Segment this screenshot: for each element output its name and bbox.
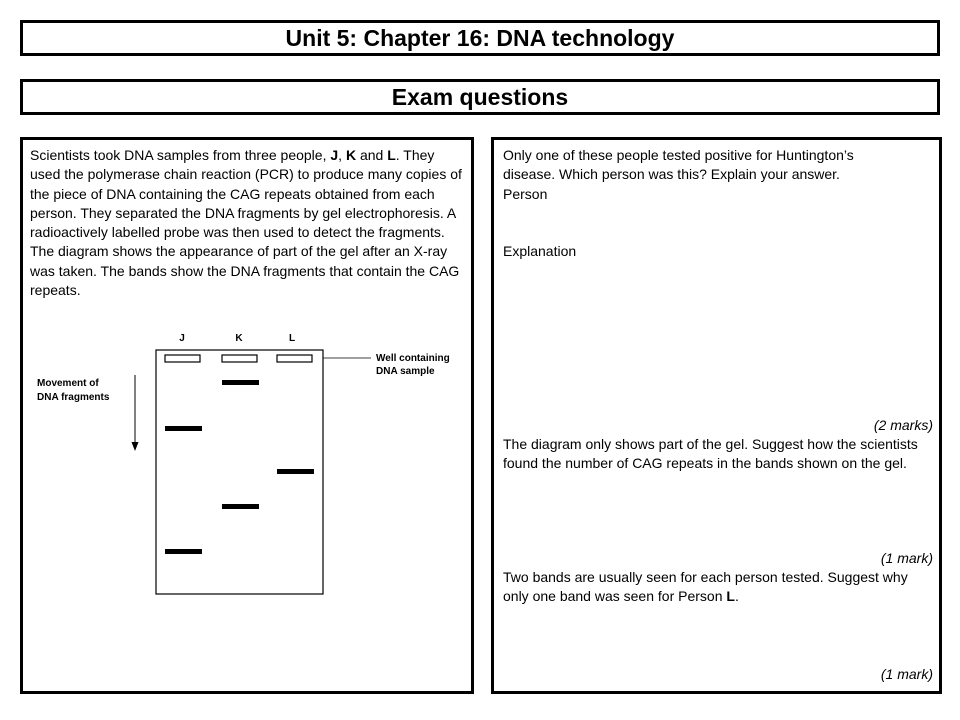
questions-panel: Only one of these people tested positive… — [491, 137, 942, 694]
question-3-text-part: . — [734, 588, 739, 605]
person-k-label: K — [345, 147, 357, 163]
intro-text: Scientists took DNA samples from three p… — [30, 147, 331, 163]
question-2-text: The diagram only shows part of the gel. … — [503, 436, 918, 472]
page-subtitle: Exam questions — [20, 79, 940, 115]
person-j-label: J — [330, 147, 339, 163]
question-3-text-part: Two bands are usually seen for each pers… — [503, 569, 908, 605]
gel-electrophoresis-diagram: J K L Well containing DNA sample Movemen… — [37, 333, 450, 595]
well-k — [221, 354, 258, 363]
well-label: DNA sample — [376, 366, 435, 377]
well-j — [164, 354, 201, 363]
question-context-panel: Scientists took DNA samples from three p… — [20, 137, 474, 694]
person-l-label: L — [387, 147, 396, 163]
page-title: Unit 5: Chapter 16: DNA technology — [20, 20, 940, 56]
intro-paragraph: Scientists took DNA samples from three p… — [30, 146, 466, 300]
band-j-lower — [165, 549, 202, 554]
band-k-lower — [222, 504, 259, 509]
question-1-marks: (2 marks) — [873, 417, 933, 433]
person-l-label: L — [726, 588, 735, 605]
question-1-line: Only one of these people tested positive… — [503, 147, 854, 163]
lane-label-l: L — [289, 333, 295, 344]
question-3-marks: (1 mark) — [880, 666, 933, 682]
movement-label: Movement of — [37, 378, 99, 389]
movement-label: DNA fragments — [37, 392, 110, 403]
question-3-text: Two bands are usually seen for each pers… — [503, 568, 933, 607]
intro-text: . They used the polymerase chain reactio… — [30, 147, 462, 299]
lane-label-k: K — [235, 333, 243, 344]
band-l — [277, 469, 314, 474]
gel-outline — [155, 349, 324, 595]
arrow-down-icon — [131, 442, 139, 451]
lane-label-j: J — [179, 333, 185, 344]
well-l — [276, 354, 313, 363]
person-answer-label: Person — [503, 185, 548, 202]
question-1: Only one of these people tested positive… — [503, 146, 933, 204]
question-1-line: disease. Which person was this? Explain … — [503, 166, 840, 183]
explanation-answer-label: Explanation — [503, 243, 577, 259]
well-label: Well containing — [376, 353, 450, 364]
intro-text: , — [338, 147, 346, 163]
band-k-upper — [222, 380, 259, 385]
band-j-upper — [165, 426, 202, 431]
intro-text: and — [356, 147, 388, 163]
question-2-marks: (1 mark) — [880, 550, 933, 566]
